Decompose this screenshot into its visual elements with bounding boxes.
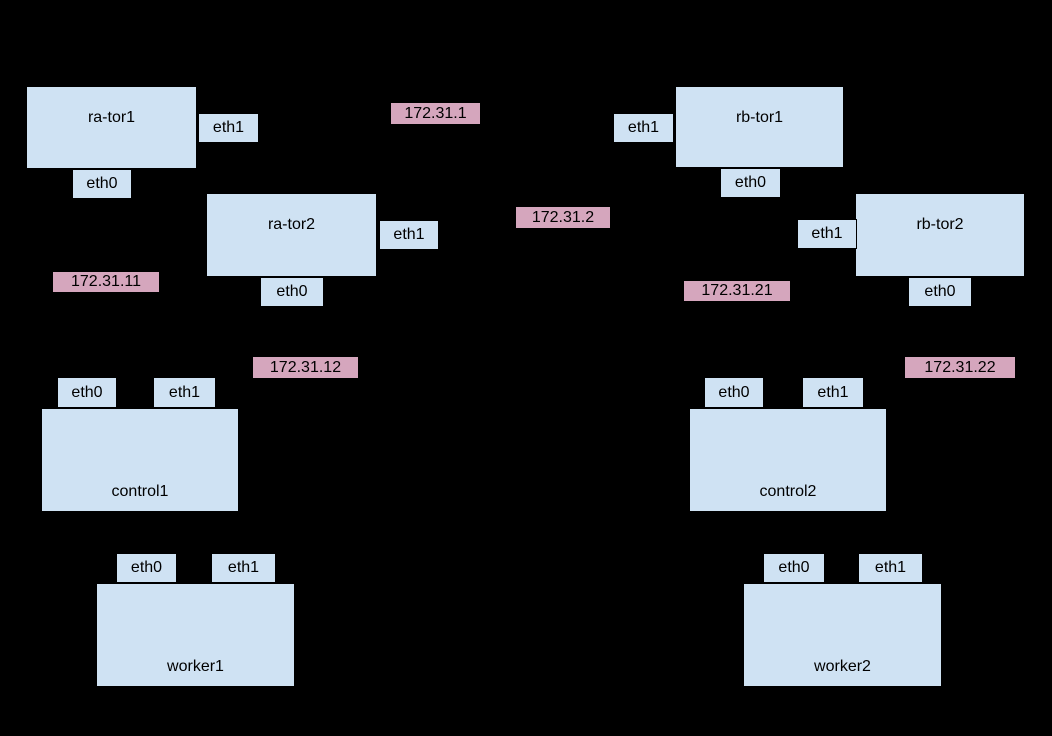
port-label: eth0 [778, 559, 810, 576]
port-label: eth1 [227, 559, 260, 576]
port-worker2-eth0: eth0 [763, 553, 825, 583]
ip-label: 172.31.12 [253, 357, 358, 378]
node-label: rb-tor1 [735, 109, 784, 126]
port-label: eth0 [71, 383, 103, 401]
port-rb-tor2-eth0: eth0 [908, 277, 972, 307]
port-label: eth0 [276, 283, 308, 300]
ip-address-text: 172.31.22 [924, 358, 996, 376]
port-label: eth0 [86, 175, 118, 192]
port-label: eth1 [874, 559, 907, 576]
ip-address-text: 172.31.1 [404, 104, 467, 122]
port-rb-tor2-eth1: eth1 [797, 219, 857, 249]
node-control2: control2 [689, 408, 887, 512]
ip-label: 172.31.11 [53, 272, 159, 292]
node-worker2: worker2 [743, 583, 942, 687]
ip-label: 172.31.2 [516, 207, 610, 228]
port-label: eth1 [393, 226, 425, 243]
node-label: rb-tor2 [916, 216, 964, 233]
ip-label: 172.31.21 [684, 281, 790, 301]
ip-address-text: 172.31.11 [71, 273, 141, 290]
node-ra-tor2: ra-tor2 [206, 193, 377, 277]
port-worker2-eth1: eth1 [858, 553, 923, 583]
node-label: worker1 [167, 658, 224, 675]
port-label: eth0 [718, 383, 750, 401]
ip-address-text: 172.31.21 [701, 282, 773, 299]
ip-address-text: 172.31.12 [269, 358, 342, 376]
port-ra-tor2-eth0: eth0 [260, 277, 324, 307]
node-label: control2 [759, 483, 817, 500]
port-worker1-eth0: eth0 [116, 553, 177, 583]
port-control2-eth0: eth0 [704, 377, 764, 408]
port-ra-tor1-eth1: eth1 [198, 113, 259, 143]
port-label: eth1 [627, 119, 660, 136]
port-label: eth0 [734, 174, 767, 191]
port-control1-eth1: eth1 [153, 377, 216, 408]
port-ra-tor1-eth0: eth0 [72, 169, 132, 199]
node-label: ra-tor2 [267, 216, 316, 233]
node-ra-tor1: ra-tor1 [26, 86, 197, 169]
ip-label: 172.31.22 [905, 357, 1015, 378]
port-label: eth1 [817, 383, 849, 401]
port-worker1-eth1: eth1 [211, 553, 276, 583]
port-label: eth1 [811, 225, 843, 242]
port-ra-tor2-eth1: eth1 [379, 220, 439, 250]
port-label: eth1 [212, 119, 245, 136]
port-control2-eth1: eth1 [802, 377, 864, 408]
ip-address-text: 172.31.2 [531, 208, 595, 226]
node-control1: control1 [41, 408, 239, 512]
ip-label: 172.31.1 [391, 103, 480, 124]
port-label: eth0 [924, 283, 956, 300]
node-label: worker2 [814, 658, 871, 675]
port-control1-eth0: eth0 [57, 377, 117, 408]
node-rb-tor1: rb-tor1 [675, 86, 844, 168]
node-label: ra-tor1 [87, 109, 136, 126]
node-worker1: worker1 [96, 583, 295, 687]
port-label: eth0 [130, 559, 163, 576]
node-rb-tor2: rb-tor2 [855, 193, 1025, 277]
port-rb-tor1-eth1: eth1 [613, 113, 674, 143]
port-label: eth1 [168, 383, 201, 401]
node-label: control1 [111, 483, 169, 500]
port-rb-tor1-eth0: eth0 [720, 168, 781, 198]
